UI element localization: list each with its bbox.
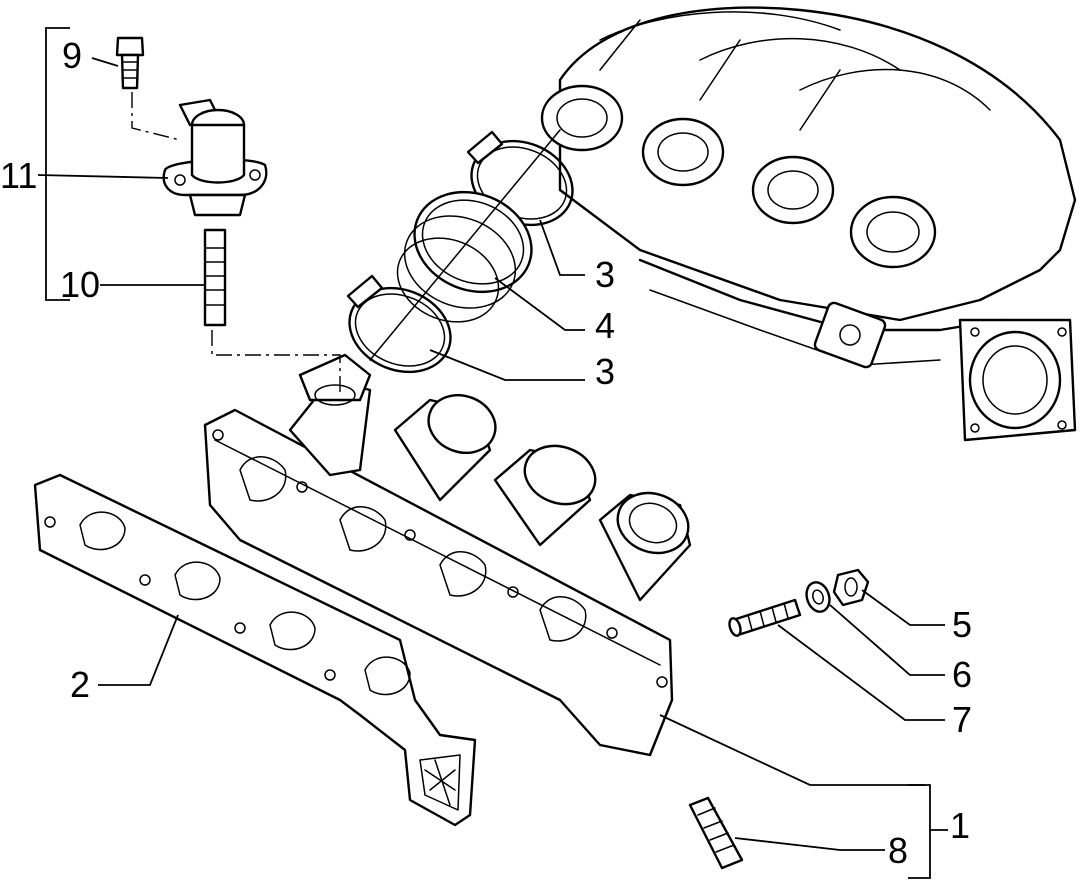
stud-7 xyxy=(728,598,802,637)
lower-intake-manifold xyxy=(203,353,692,757)
leader-lines xyxy=(37,57,948,879)
stud-8 xyxy=(688,796,744,870)
rubber-sleeve xyxy=(396,190,533,323)
washer-6 xyxy=(805,581,831,613)
callout-9: 9 xyxy=(62,35,82,76)
idle-valve-actuator-11 xyxy=(162,98,268,217)
assembly-centerline-9-11 xyxy=(131,92,181,141)
nut-5 xyxy=(832,568,870,607)
callout-1: 1 xyxy=(950,805,970,846)
callout-5: 5 xyxy=(952,604,972,645)
bolt-9 xyxy=(115,36,145,90)
callout-2: 2 xyxy=(70,664,90,705)
bracket-11 xyxy=(45,27,70,301)
manifold-gasket xyxy=(33,473,477,827)
callout-7: 7 xyxy=(952,699,972,740)
callout-4: 4 xyxy=(595,305,615,346)
assembly-centerline-10-1 xyxy=(211,330,341,395)
callout-8: 8 xyxy=(888,830,908,871)
callout-10: 10 xyxy=(60,264,100,305)
connector-pin-10 xyxy=(203,228,227,327)
hose-clamp-lower xyxy=(346,274,452,374)
callout-3-lower: 3 xyxy=(595,351,615,392)
callout-3-upper: 3 xyxy=(595,254,615,295)
callout-6: 6 xyxy=(952,654,972,695)
callout-11: 11 xyxy=(0,155,37,196)
upper-plenum-manifold xyxy=(540,6,1077,442)
sleeve-axis-line xyxy=(369,129,561,361)
